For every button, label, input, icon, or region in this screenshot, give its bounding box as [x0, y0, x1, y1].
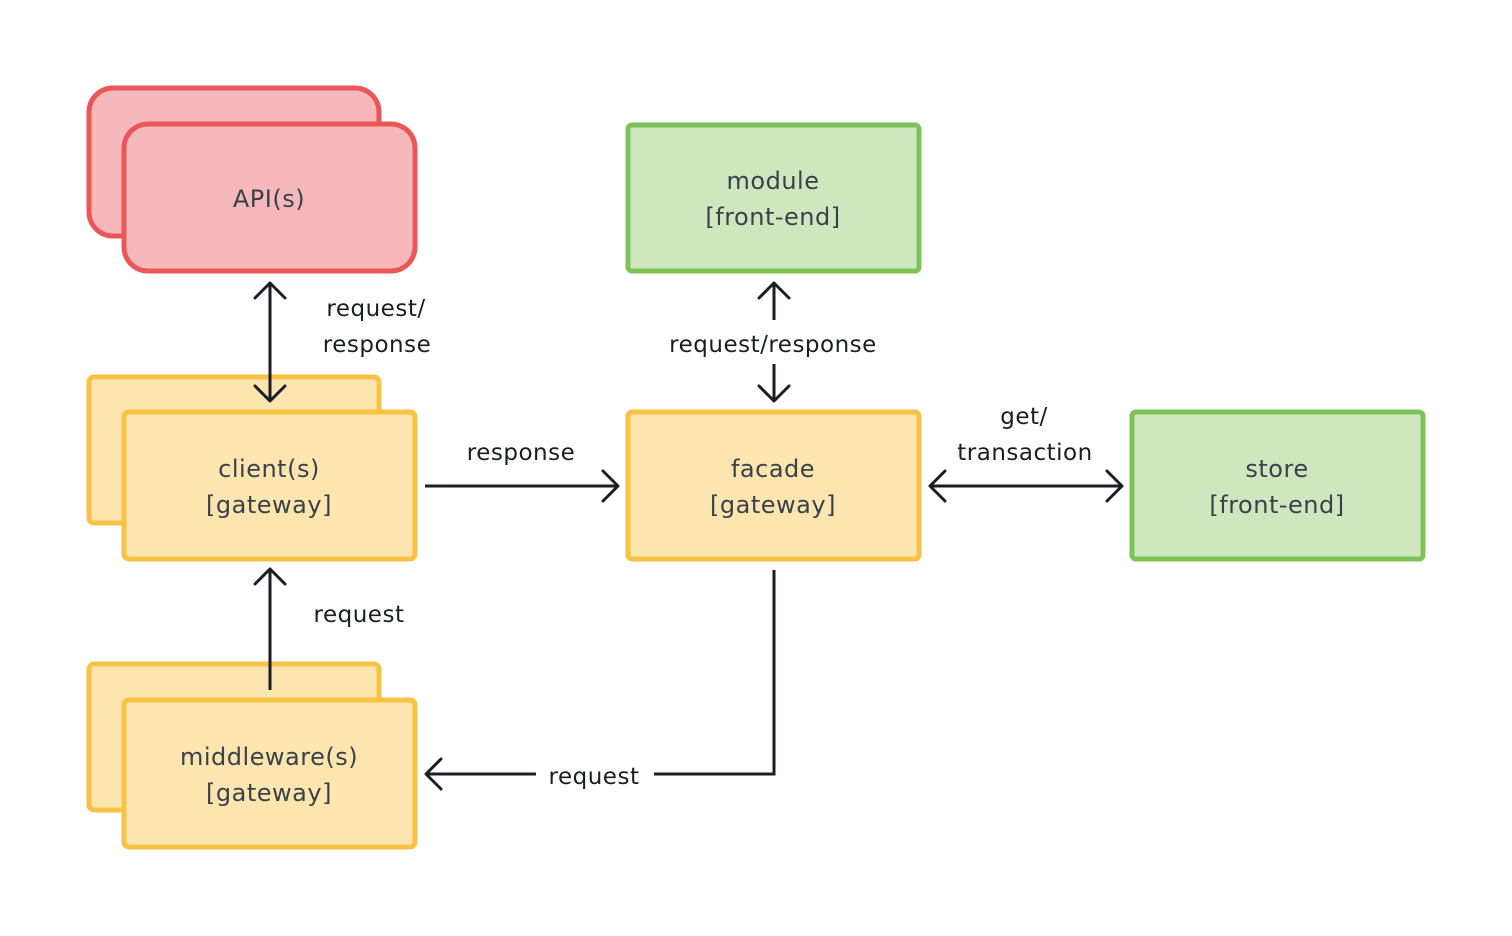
edge-facade-middleware: request [424, 570, 776, 791]
edge-middleware-client-label: request [314, 602, 405, 628]
edge-module-facade-label: request/response [669, 332, 877, 358]
arrow-left-head [424, 757, 443, 791]
store-node[interactable]: store [front-end] [1129, 409, 1426, 562]
facade-node[interactable]: facade [gateway] [625, 409, 922, 562]
edge-api-client-label-2: response [323, 332, 431, 358]
arrow-up-head [253, 281, 287, 300]
edge-facade-store: get/ transaction [928, 404, 1124, 503]
edge-facade-middleware-line-right [654, 570, 776, 776]
edge-api-client-label-1: request/ [326, 296, 425, 322]
store-node-type: [front-end] [1209, 491, 1344, 519]
edge-facade-middleware-label: request [549, 764, 640, 790]
api-node-front [121, 121, 418, 274]
client-node-front [121, 409, 418, 562]
arrow-right-head [1105, 469, 1124, 503]
arrow-left-head [928, 469, 947, 503]
module-node[interactable]: module [front-end] [625, 122, 922, 274]
arrow-right-head [601, 469, 620, 503]
module-node-label: module [727, 167, 820, 195]
api-node-label: API(s) [233, 185, 305, 213]
arrow-up-head [253, 567, 287, 586]
client-node-type: [gateway] [206, 491, 332, 519]
middleware-node[interactable]: middleware(s) [gateway] [86, 661, 418, 850]
facade-node-label: facade [731, 455, 815, 483]
arrow-up-head [757, 281, 791, 300]
facade-node-box [625, 409, 922, 562]
edge-api-client: request/ response [253, 281, 431, 403]
api-node[interactable]: API(s) [86, 85, 418, 274]
edge-facade-store-label-2: transaction [957, 440, 1092, 466]
edge-client-facade-label: response [467, 440, 575, 466]
edge-middleware-client: request [253, 567, 405, 690]
store-node-box [1129, 409, 1426, 562]
edge-facade-store-label-1: get/ [1000, 404, 1048, 430]
middleware-node-type: [gateway] [206, 779, 332, 807]
arrow-down-head [253, 384, 287, 403]
client-node-label: client(s) [218, 455, 320, 483]
module-node-box [625, 122, 922, 274]
client-node[interactable]: client(s) [gateway] [86, 374, 418, 562]
arrow-down-head [757, 384, 791, 403]
middleware-node-front [121, 697, 418, 850]
facade-node-type: [gateway] [710, 491, 836, 519]
middleware-node-label: middleware(s) [180, 743, 358, 771]
edge-module-facade: request/response [669, 281, 877, 403]
edge-client-facade: response [425, 440, 620, 503]
store-node-label: store [1245, 455, 1308, 483]
module-node-type: [front-end] [705, 203, 840, 231]
